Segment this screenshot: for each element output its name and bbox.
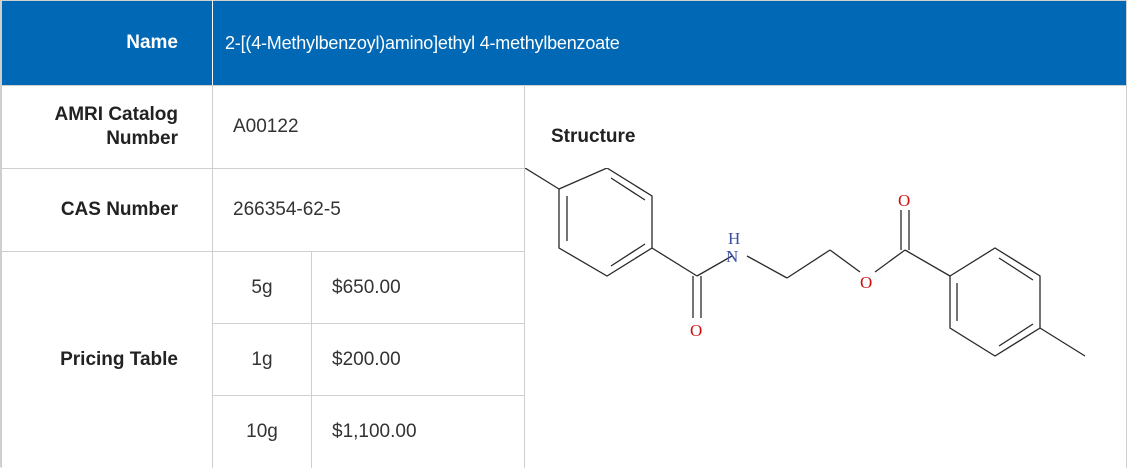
name-row: Name 2-[(4-Methylbenzoyl)amino]ethyl 4-m… [1,0,1127,86]
pricing-price: $650.00 [311,251,525,324]
pricing-row: 10g $1,100.00 [2,395,1127,468]
pricing-quantity: 5g [212,251,312,324]
nitrogen-h-label: H [728,229,740,248]
catalog-value: A00122 [212,85,525,169]
nitrogen-label: N [726,247,738,266]
pricing-row: Pricing Table 5g $650.00 [1,251,1127,468]
carbonyl-oxygen-label: O [898,191,910,210]
chemical-structure-diagram: O H N O O [525,168,1086,357]
pricing-row: 1g $200.00 [2,323,1127,396]
name-label: Name [1,0,213,86]
cas-value: 266354-62-5 [212,168,525,252]
name-value: 2-[(4-Methylbenzoyl)amino]ethyl 4-methyl… [211,0,1127,86]
pricing-price: $200.00 [311,323,525,396]
catalog-label: AMRI Catalog Number [1,85,213,169]
structure-title: Structure [551,126,636,147]
ester-oxygen-label: O [860,273,872,292]
pricing-quantity: 1g [212,323,312,396]
catalog-row: AMRI Catalog Number A00122 Structure [1,85,1127,468]
amide-oxygen-label: O [690,321,702,340]
pricing-quantity: 10g [212,395,312,468]
pricing-label: Pricing Table [1,251,213,468]
cas-label: CAS Number [1,168,213,252]
pricing-price: $1,100.00 [311,395,525,468]
structure-cell: Structure O H [523,85,1127,468]
cas-row: CAS Number 266354-62-5 [1,168,1127,252]
